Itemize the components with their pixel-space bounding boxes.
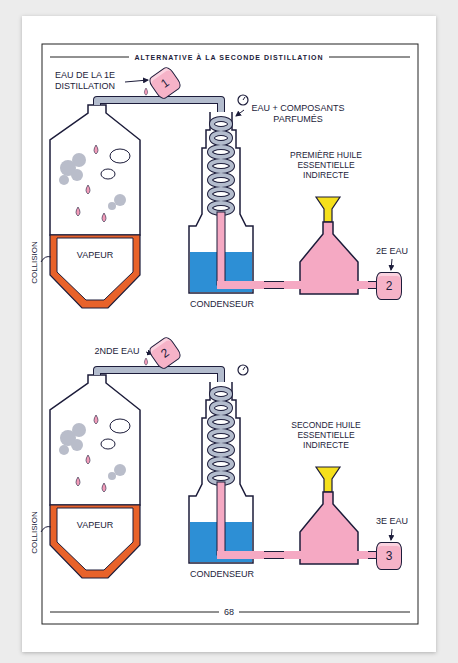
side-label: COLLISION [29,241,40,284]
label-slot: 2NDE EAU [90,346,144,357]
label-slot: 68 [219,607,239,618]
callout-label: EAU + COMPOSANTS PARFUMÉS [246,103,350,125]
side-label: COLLISION [29,511,40,554]
label-slot: EAU + COMPOSANTS PARFUMÉS [246,103,350,125]
label-slot: COLLISION [29,241,40,284]
callout-label: 2E EAU [370,246,414,257]
label-text: 1 [159,76,172,90]
pipe [97,100,221,112]
pipe [264,555,284,556]
pipe [97,370,221,382]
label-text: CONDENSEUR [190,569,254,580]
label-slot: 2E EAU [370,246,414,257]
label-text: SECONDE HUILE ESSENTIELLE INDIRECTE [284,420,368,450]
label-text: 2 [386,280,393,293]
condenser: CONDENSEUR [180,112,264,310]
label-slot: COLLISION [29,511,40,554]
label-text: VAPEUR [50,250,140,261]
page-number: 68 [219,607,239,618]
callout-label: 2NDE EAU [90,346,144,357]
pipe [368,555,376,556]
label-text: 2 [159,346,172,360]
label-text: VAPEUR [50,520,140,531]
still-vessel: VAPEUR [50,375,140,580]
pipe [368,285,376,286]
separator-flask: SECONDE HUILE ESSENTIELLE INDIRECTE [284,420,368,568]
label-slot: 3E EAU [370,516,414,527]
title-slot: ALTERNATIVE À LA SECONDE DISTILLATION [129,53,328,62]
label-slot: EAU DE LA 1E DISTILLATION [46,70,124,92]
page-title: ALTERNATIVE À LA SECONDE DISTILLATION [129,53,328,62]
water-bucket: 2 [376,272,402,300]
separator-flask: PREMIÈRE HUILE ESSENTIELLE INDIRECTE [284,150,368,298]
callout-label: EAU DE LA 1E DISTILLATION [46,70,124,92]
callout-label: 3E EAU [370,516,414,527]
water-bucket: 3 [376,542,402,570]
condenser: CONDENSEUR [180,382,264,580]
still-vessel: VAPEUR [50,105,140,310]
label-text: CONDENSEUR [190,299,254,310]
pipe [264,285,284,286]
label-text: PREMIÈRE HUILE ESSENTIELLE INDIRECTE [284,150,368,180]
label-text: 3 [386,550,393,563]
